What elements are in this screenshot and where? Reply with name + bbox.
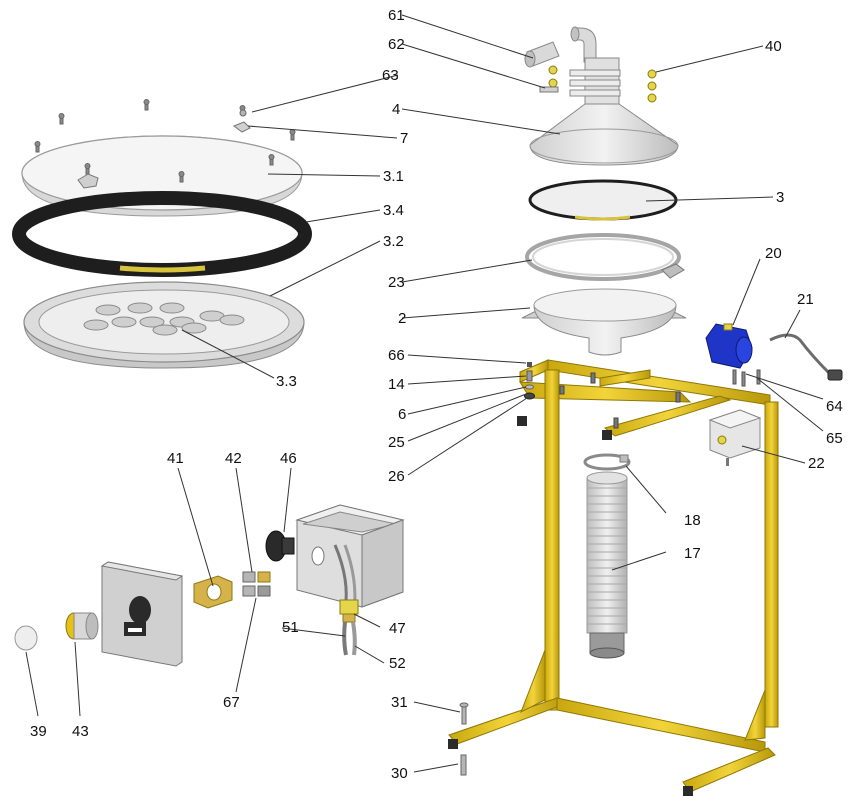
label-39: 39 — [30, 723, 47, 740]
cap-39 — [14, 625, 38, 651]
contact-blocks-42-67 — [242, 571, 271, 597]
frame-caps — [448, 416, 693, 796]
hardware-stack — [524, 362, 535, 400]
label-52: 52 — [389, 655, 406, 672]
seal-ring-3-4 — [12, 191, 312, 277]
label-65: 65 — [826, 430, 843, 447]
label-3-1: 3.1 — [383, 168, 404, 185]
cable-21 — [769, 333, 843, 381]
bolt-31 — [459, 702, 469, 725]
label-2: 2 — [398, 310, 406, 327]
bracket-41 — [193, 575, 233, 609]
label-6: 6 — [398, 406, 406, 423]
label-61: 61 — [388, 7, 405, 24]
frame-bolts-top — [559, 372, 681, 429]
socket-46 — [265, 530, 295, 562]
label-31: 31 — [391, 694, 408, 711]
cables-51-52 — [342, 621, 357, 656]
label-7: 7 — [400, 130, 408, 147]
label-14: 14 — [388, 376, 405, 393]
outlet-pipe-61 — [524, 41, 560, 68]
label-23: 23 — [388, 274, 405, 291]
part-number-labels: 61 62 63 40 4 7 3.1 3 3.4 3.2 20 23 21 2… — [30, 7, 843, 782]
label-21: 21 — [797, 291, 814, 308]
spacer-rings-3-3 — [83, 302, 245, 336]
label-22: 22 — [808, 455, 825, 472]
enclosure-box — [295, 504, 405, 613]
label-66: 66 — [388, 347, 405, 364]
label-26: 26 — [388, 468, 405, 485]
junction-box-22 — [708, 409, 762, 466]
label-3-2: 3.2 — [383, 233, 404, 250]
label-47: 47 — [389, 620, 406, 637]
support-frame — [448, 359, 779, 793]
label-43: 43 — [72, 723, 89, 740]
label-3-3: 3.3 — [276, 373, 297, 390]
screws-64-65 — [732, 369, 761, 387]
label-25: 25 — [388, 434, 405, 451]
label-3: 3 — [776, 189, 784, 206]
leader-lines — [25, 14, 824, 773]
clamp-ring-23 — [525, 233, 685, 281]
foot-30 — [460, 754, 467, 776]
clamp-7-on-cover — [77, 109, 251, 189]
label-30: 30 — [391, 765, 408, 782]
motor-20 — [705, 323, 753, 369]
label-67: 67 — [223, 694, 240, 711]
label-42: 42 — [225, 450, 242, 467]
label-64: 64 — [826, 398, 843, 415]
fittings-40 — [548, 65, 657, 103]
label-63: 63 — [382, 67, 399, 84]
cable-gland-47 — [339, 599, 359, 623]
disc-3 — [528, 179, 678, 221]
label-3-4: 3.4 — [383, 202, 404, 219]
front-plate — [100, 561, 184, 667]
label-4: 4 — [392, 101, 400, 118]
hose-clamp-18 — [583, 453, 631, 471]
label-41: 41 — [167, 450, 184, 467]
label-20: 20 — [765, 245, 782, 262]
label-17: 17 — [684, 545, 701, 562]
screw-62 — [539, 86, 559, 93]
funnel-2 — [521, 288, 687, 356]
elbow-pipe — [570, 26, 597, 63]
button-43 — [65, 612, 99, 640]
label-18: 18 — [684, 512, 701, 529]
label-51: 51 — [282, 619, 299, 636]
label-40: 40 — [765, 38, 782, 55]
label-46: 46 — [280, 450, 297, 467]
label-62: 62 — [388, 36, 405, 53]
flex-hose-17 — [586, 471, 628, 659]
